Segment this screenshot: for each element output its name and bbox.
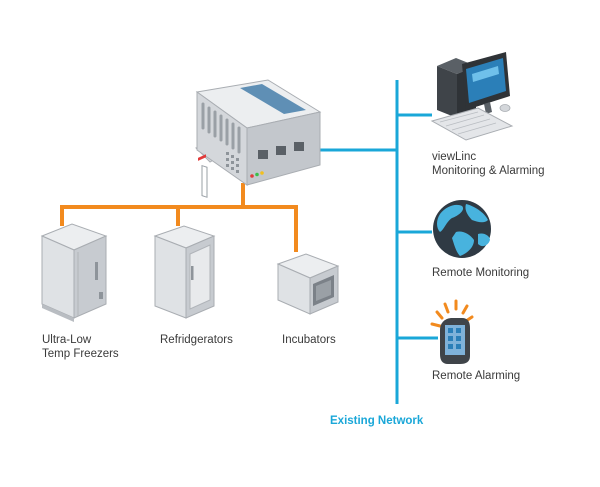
viewlinc-label-line1: viewLinc [432,151,476,163]
refrigerator-label: Refridgerators [160,334,233,346]
viewlinc-label-line2: Monitoring & Alarming [432,165,545,177]
refrigerator-icon [153,154,216,319]
alarming-phone-icon [430,299,474,364]
globe-icon [433,200,491,258]
computer-icon [430,52,514,141]
network-links [306,80,438,404]
incubator-icon [276,253,340,315]
freezer-icon [40,223,108,322]
network-label: Existing Network [330,415,424,427]
freezer-label-line2: Temp Freezers [42,348,119,360]
data-logger-hub-icon [195,79,322,198]
device-links [60,183,298,252]
incubator-label: Incubators [282,334,336,346]
remote-monitoring-label: Remote Monitoring [432,267,529,279]
freezer-label-line1: Ultra-Low [42,334,92,346]
remote-alarming-label: Remote Alarming [432,370,520,382]
